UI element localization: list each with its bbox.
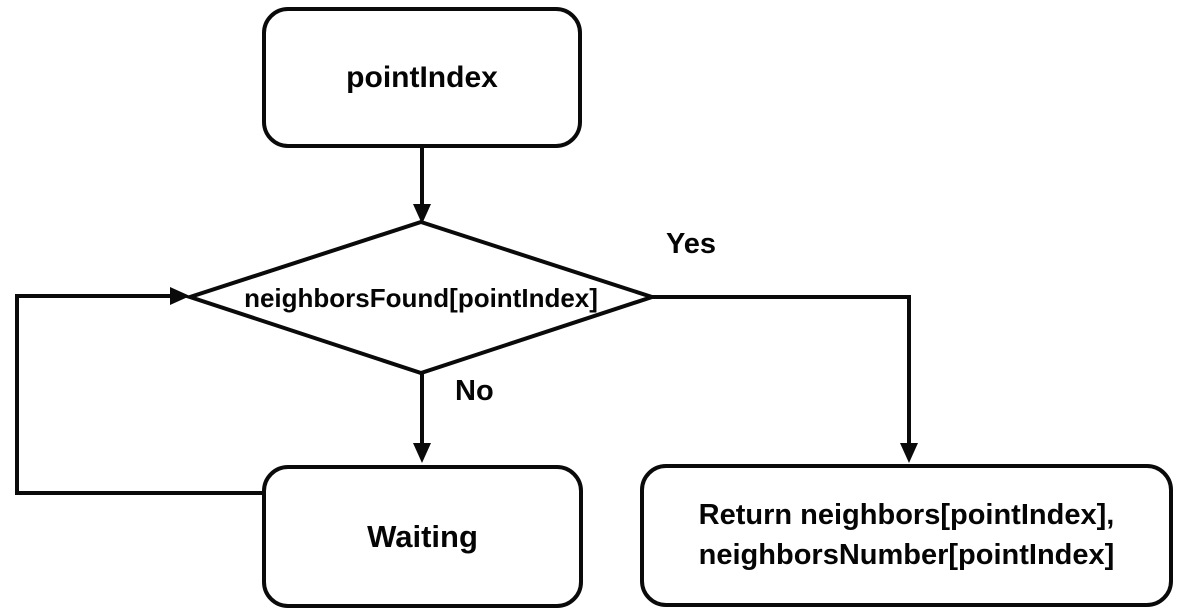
arrowhead-start-to-decision: [413, 204, 431, 224]
node-point-index-label: pointIndex: [346, 60, 498, 94]
node-decision-label: neighborsFound[pointIndex]: [244, 283, 598, 313]
edge-label-no: No: [455, 375, 494, 407]
node-return: Return neighbors[pointIndex], neighborsN…: [640, 464, 1173, 607]
node-waiting-label: Waiting: [367, 518, 478, 554]
node-return-label: Return neighbors[pointIndex], neighborsN…: [698, 499, 1115, 571]
edge-loop-back: [15, 294, 262, 495]
arrowhead-loop-back: [170, 287, 190, 305]
edge-label-yes: Yes: [666, 228, 716, 260]
node-waiting: Waiting: [262, 465, 583, 608]
arrowhead-yes-branch: [900, 443, 918, 463]
edge-yes-branch: [652, 295, 911, 447]
arrowhead-no-branch: [413, 443, 431, 463]
node-point-index: pointIndex: [262, 7, 582, 148]
